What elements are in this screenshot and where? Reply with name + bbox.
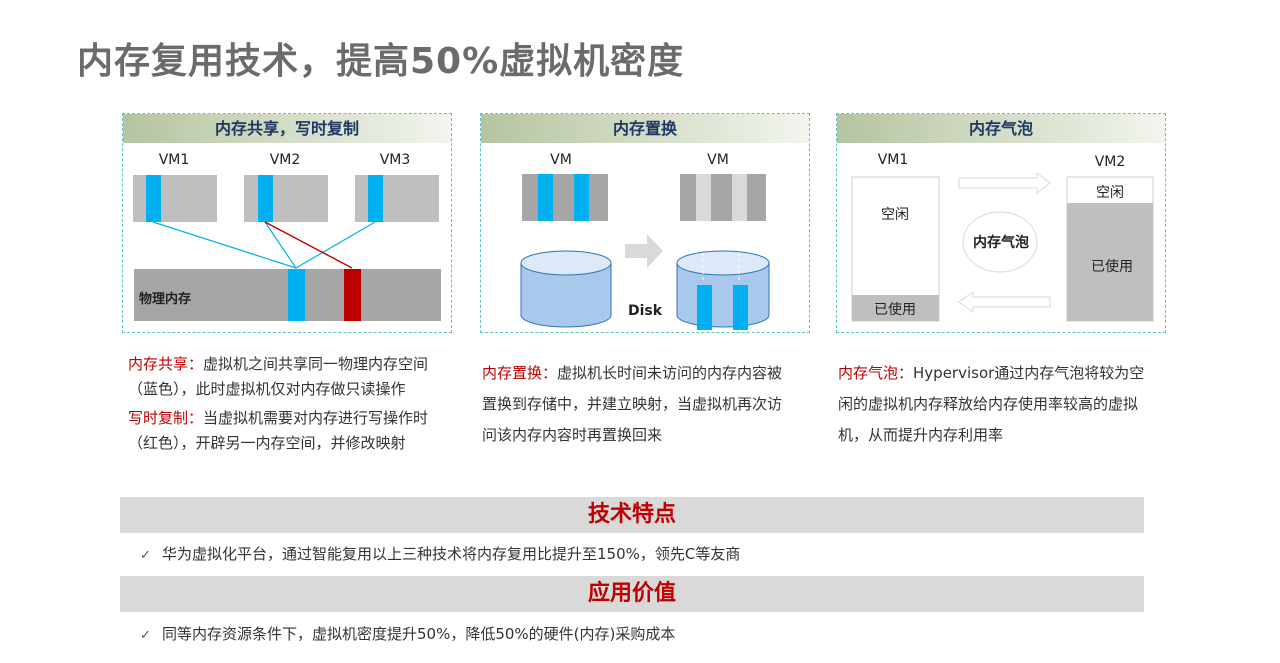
vm-label: VM3 bbox=[380, 152, 411, 168]
used-label: 已使用 bbox=[874, 301, 916, 318]
vm-label: VM bbox=[550, 152, 572, 168]
vm-label: VM2 bbox=[1095, 154, 1126, 170]
desc-memory-sharing: 内存共享：虚拟机之间共享同一物理内存空间（蓝色），此时虚拟机仅对内存做只读操作 … bbox=[128, 352, 433, 460]
swap-arrow-icon bbox=[625, 234, 663, 268]
idle-label: 空闲 bbox=[881, 207, 909, 223]
disk-label: Disk bbox=[628, 303, 663, 319]
check-icon: ✓ bbox=[140, 628, 151, 643]
vm-label: VM bbox=[707, 152, 729, 168]
mapping-line-blue bbox=[295, 221, 376, 269]
desc-text: 虚拟机长时间未访问的内存内容被置换到存储中，并建立映射，当虚拟机再次访问该内存内… bbox=[482, 364, 783, 444]
desc-text: 当虚拟机需要对内存进行写操作时（红色），开辟另一内存空间，并修改映射 bbox=[128, 409, 429, 452]
shared-page-blue bbox=[258, 175, 273, 222]
swapped-page bbox=[732, 174, 747, 221]
memory-page-blue bbox=[574, 174, 589, 221]
vm-memory-block bbox=[133, 175, 217, 222]
section-heading-value: 应用价值 bbox=[120, 576, 1144, 612]
mapping-line-blue bbox=[152, 221, 297, 269]
desc-memory-balloon: 内存气泡：Hypervisor通过内存气泡将较为空闲的虚拟机内存释放给内存使用率… bbox=[838, 358, 1148, 455]
vm-memory-block bbox=[355, 175, 439, 222]
panel-header: 内存置换 bbox=[481, 114, 809, 143]
vm-memory-block bbox=[244, 175, 328, 222]
desc-term: 内存共享： bbox=[128, 355, 204, 373]
desc-text: Hypervisor通过内存气泡将较为空闲的虚拟机内存释放给内存使用率较高的虚拟… bbox=[838, 364, 1145, 444]
used-label: 已使用 bbox=[1091, 258, 1133, 275]
section-heading-features: 技术特点 bbox=[120, 497, 1144, 533]
page-title: 内存复用技术，提高50%虚拟机密度 bbox=[77, 41, 685, 82]
swapped-page bbox=[696, 174, 711, 221]
mapping-line-blue bbox=[264, 221, 297, 269]
right-arrow-icon bbox=[958, 171, 1051, 195]
shared-page-blue bbox=[146, 175, 161, 222]
vm-label: VM1 bbox=[878, 152, 909, 168]
memory-sharing-diagram: VM1 VM2 VM3 物理内存 bbox=[133, 152, 441, 321]
vm-label: VM2 bbox=[270, 152, 301, 168]
memory-page-blue bbox=[538, 174, 553, 221]
features-bullet: ✓ 华为虚拟化平台，通过智能复用以上三种技术将内存复用比提升至150%，领先C等友… bbox=[140, 543, 740, 564]
vm-memory-block bbox=[522, 174, 608, 221]
desc-term: 写时复制： bbox=[128, 409, 204, 427]
disk-source-icon bbox=[520, 250, 612, 328]
physical-memory-label: 物理内存 bbox=[139, 291, 191, 307]
bullet-text: 华为虚拟化平台，通过智能复用以上三种技术将内存复用比提升至150%，领先C等友商 bbox=[162, 545, 741, 563]
shared-physical-page bbox=[288, 269, 305, 321]
desc-memory-swap: 内存置换：虚拟机长时间未访问的内存内容被置换到存储中，并建立映射，当虚拟机再次访… bbox=[482, 358, 787, 455]
vm1-used-memory bbox=[852, 295, 939, 321]
swapped-page-on-disk bbox=[697, 285, 712, 330]
panel-memory-swap: 内存置换 VM VM Disk bbox=[480, 113, 810, 333]
copied-physical-page bbox=[344, 269, 361, 321]
mapping-line-red bbox=[264, 221, 353, 269]
left-arrow-icon bbox=[958, 291, 1051, 313]
physical-memory bbox=[134, 269, 441, 321]
desc-term: 内存气泡： bbox=[838, 364, 914, 382]
value-bullet: ✓ 同等内存资源条件下，虚拟机密度提升50%，降低50%的硬件(内存)采购成本 bbox=[140, 623, 675, 644]
swapped-page-on-disk bbox=[733, 285, 748, 330]
bullet-text: 同等内存资源条件下，虚拟机密度提升50%，降低50%的硬件(内存)采购成本 bbox=[162, 625, 676, 643]
shared-page-blue bbox=[368, 175, 383, 222]
idle-label: 空闲 bbox=[1096, 185, 1124, 201]
vm2-used-memory bbox=[1067, 203, 1153, 321]
desc-term: 内存置换： bbox=[482, 364, 558, 382]
disk-target-icon bbox=[676, 250, 770, 328]
panel-memory-balloon: 内存气泡 VM1 VM2 空闲 已使用 空闲 已使用 内存气泡 bbox=[836, 113, 1166, 333]
balloon-label: 内存气泡 bbox=[973, 234, 1029, 251]
balloon-icon bbox=[962, 211, 1038, 273]
vm-memory-block-swapped bbox=[680, 174, 766, 221]
check-icon: ✓ bbox=[140, 548, 151, 563]
memory-swap-diagram: VM VM Disk bbox=[520, 152, 770, 330]
panel-header: 内存共享，写时复制 bbox=[123, 114, 451, 143]
desc-text: 虚拟机之间共享同一物理内存空间（蓝色），此时虚拟机仅对内存做只读操作 bbox=[128, 355, 429, 398]
memory-balloon-diagram: VM1 VM2 空闲 已使用 空闲 已使用 内存气泡 bbox=[851, 152, 1154, 322]
panel-header: 内存气泡 bbox=[837, 114, 1165, 143]
panel-memory-sharing: 内存共享，写时复制 VM1 VM2 VM3 物理内存 bbox=[122, 113, 452, 333]
vm-label: VM1 bbox=[159, 152, 190, 168]
